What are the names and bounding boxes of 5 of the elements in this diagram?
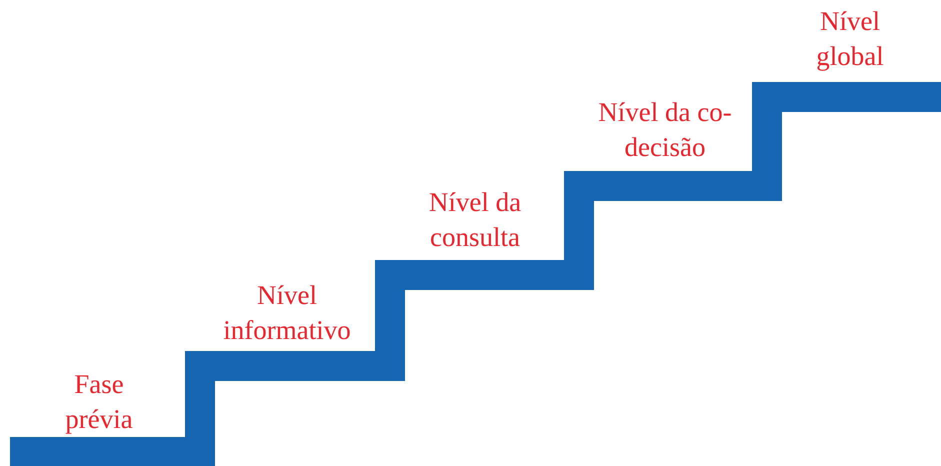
step-label: Nível da co-decisão (597, 96, 733, 164)
step-label: Nível global (815, 5, 885, 73)
step-label: Nível informativo (222, 279, 352, 347)
step-label: Fase prévia (64, 368, 134, 436)
step-label: Nível da consulta (428, 186, 522, 254)
